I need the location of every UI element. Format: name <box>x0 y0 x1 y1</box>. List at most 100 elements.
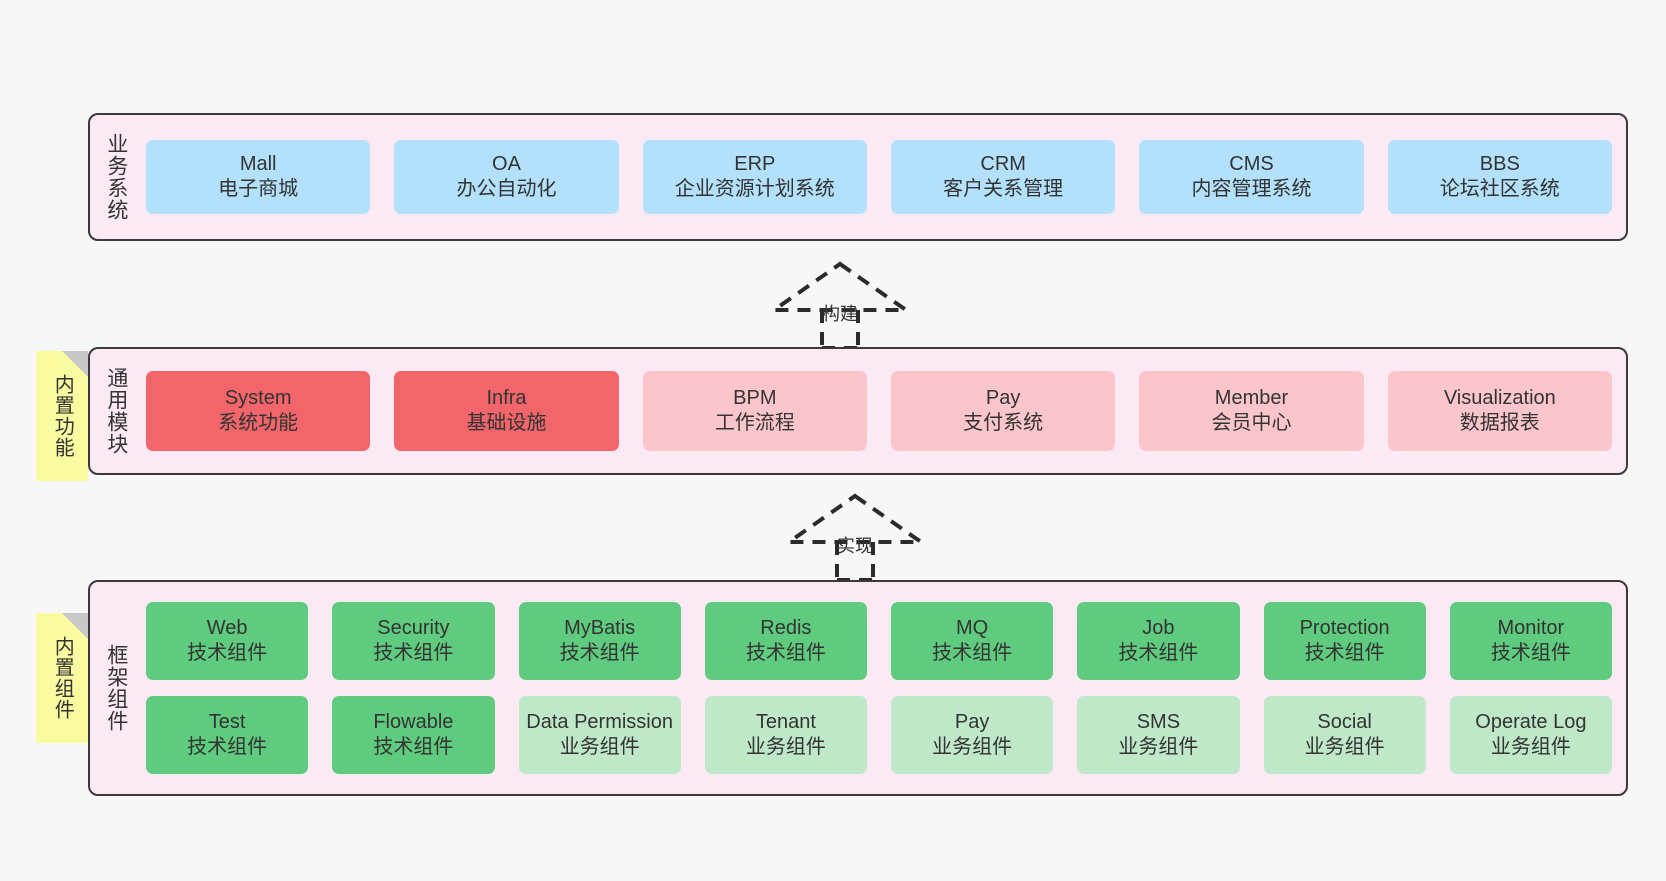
layer-business-system-body: Mall 电子商城 OA 办公自动化 ERP 企业资源计划系统 CRM 客户关系… <box>142 115 1626 239</box>
module-infra-desc: 基础设施 <box>466 412 547 434</box>
component-data-permission-kind: 业务组件 <box>559 736 640 758</box>
component-operate-log-kind: 业务组件 <box>1490 736 1571 758</box>
component-web-name: Web <box>206 616 248 639</box>
layer-framework-component-body: Web 技术组件 Security 技术组件 MyBatis 技术组件 Redi… <box>142 582 1626 794</box>
module-cms-desc: 内容管理系统 <box>1191 178 1312 200</box>
component-data-permission-name: Data Permission <box>526 710 673 733</box>
module-erp[interactable]: ERP 企业资源计划系统 <box>642 140 867 214</box>
component-pay-name: Pay <box>954 710 990 733</box>
module-oa[interactable]: OA 办公自动化 <box>394 140 619 214</box>
component-sms-kind: 业务组件 <box>1118 736 1199 758</box>
module-oa-desc: 办公自动化 <box>456 178 557 200</box>
module-pay[interactable]: Pay 支付系统 <box>890 371 1116 451</box>
component-job-kind: 技术组件 <box>1118 642 1199 664</box>
component-security[interactable]: Security 技术组件 <box>332 602 495 680</box>
component-redis-name: Redis <box>760 616 812 639</box>
component-job[interactable]: Job 技术组件 <box>1077 602 1240 680</box>
component-mybatis-kind: 技术组件 <box>559 642 640 664</box>
component-test[interactable]: Test 技术组件 <box>146 696 309 774</box>
component-tenant-name: Tenant <box>755 710 816 733</box>
component-mybatis-name: MyBatis <box>564 616 636 639</box>
note-builtin-component-label: 内置组件 <box>51 636 74 720</box>
component-mq[interactable]: MQ 技术组件 <box>891 602 1054 680</box>
module-bbs[interactable]: BBS 论坛社区系统 <box>1387 140 1612 214</box>
component-monitor-kind: 技术组件 <box>1490 642 1571 664</box>
layer-common-module-body: System 系统功能 Infra 基础设施 BPM 工作流程 Pay 支付系统… <box>142 349 1626 473</box>
module-cms[interactable]: CMS 内容管理系统 <box>1139 140 1364 214</box>
layer-framework-component: 框架组件 Web 技术组件 Security 技术组件 MyBatis 技术组件… <box>88 580 1628 796</box>
arrow-build-label: 构建 <box>822 304 858 324</box>
module-oa-name: OA <box>492 152 521 175</box>
component-flowable[interactable]: Flowable 技术组件 <box>332 696 495 774</box>
component-monitor[interactable]: Monitor 技术组件 <box>1449 602 1612 680</box>
module-mall-desc: 电子商城 <box>218 178 299 200</box>
component-flowable-kind: 技术组件 <box>373 736 454 758</box>
module-system[interactable]: System 系统功能 <box>146 371 371 451</box>
module-mall-name: Mall <box>239 152 277 175</box>
module-crm[interactable]: CRM 客户关系管理 <box>890 140 1116 214</box>
module-infra[interactable]: Infra 基础设施 <box>394 371 619 451</box>
module-system-desc: 系统功能 <box>218 412 299 434</box>
component-social-name: Social <box>1317 710 1372 733</box>
module-pay-name: Pay <box>985 386 1021 409</box>
component-job-name: Job <box>1142 616 1175 639</box>
component-social[interactable]: Social 业务组件 <box>1263 696 1426 774</box>
component-flowable-name: Flowable <box>373 710 454 733</box>
layer-framework-component-title: 框架组件 <box>104 644 128 732</box>
layer-common-module-row: System 系统功能 Infra 基础设施 BPM 工作流程 Pay 支付系统… <box>146 371 1612 451</box>
module-erp-name: ERP <box>734 152 776 175</box>
component-test-kind: 技术组件 <box>187 736 268 758</box>
layer-framework-tech-row: Web 技术组件 Security 技术组件 MyBatis 技术组件 Redi… <box>146 602 1612 680</box>
arrow-implement-label: 实现 <box>837 536 873 556</box>
module-bbs-desc: 论坛社区系统 <box>1439 178 1560 200</box>
component-sms[interactable]: SMS 业务组件 <box>1077 696 1240 774</box>
component-tenant-kind: 业务组件 <box>745 736 826 758</box>
module-visualization-name: Visualization <box>1443 386 1556 409</box>
component-tenant[interactable]: Tenant 业务组件 <box>704 696 867 774</box>
layer-business-system: 业务系统 Mall 电子商城 OA 办公自动化 ERP 企业资源计划系统 CRM… <box>88 113 1628 241</box>
module-bpm[interactable]: BPM 工作流程 <box>642 371 867 451</box>
module-member-desc: 会员中心 <box>1211 412 1292 434</box>
layer-common-module: 通用模块 System 系统功能 Infra 基础设施 BPM 工作流程 Pay… <box>88 347 1628 475</box>
layer-business-system-row: Mall 电子商城 OA 办公自动化 ERP 企业资源计划系统 CRM 客户关系… <box>146 140 1612 214</box>
component-operate-log-name: Operate Log <box>1475 710 1587 733</box>
module-infra-name: Infra <box>486 386 527 409</box>
module-cms-name: CMS <box>1229 152 1274 175</box>
component-test-name: Test <box>208 710 246 733</box>
module-crm-desc: 客户关系管理 <box>943 178 1064 200</box>
module-erp-desc: 企业资源计划系统 <box>674 178 835 200</box>
module-member-name: Member <box>1214 386 1289 409</box>
module-member[interactable]: Member 会员中心 <box>1139 371 1364 451</box>
note-builtin-function: 内置功能 <box>36 351 88 481</box>
module-bpm-desc: 工作流程 <box>714 412 795 434</box>
note-builtin-function-label: 内置功能 <box>51 374 74 458</box>
component-mybatis[interactable]: MyBatis 技术组件 <box>518 602 681 680</box>
component-data-permission[interactable]: Data Permission 业务组件 <box>518 696 681 774</box>
module-visualization-desc: 数据报表 <box>1459 412 1540 434</box>
component-pay[interactable]: Pay 业务组件 <box>891 696 1054 774</box>
module-crm-name: CRM <box>980 152 1026 175</box>
component-mq-kind: 技术组件 <box>932 642 1013 664</box>
module-pay-desc: 支付系统 <box>963 412 1044 434</box>
component-social-kind: 业务组件 <box>1304 736 1385 758</box>
module-bbs-name: BBS <box>1479 152 1520 175</box>
component-pay-kind: 业务组件 <box>932 736 1013 758</box>
arrow-implement: 实现 <box>775 490 935 582</box>
component-security-name: Security <box>377 616 450 639</box>
layer-framework-business-row: Test 技术组件 Flowable 技术组件 Data Permission … <box>146 696 1612 774</box>
component-protection[interactable]: Protection 技术组件 <box>1263 602 1426 680</box>
module-visualization[interactable]: Visualization 数据报表 <box>1387 371 1612 451</box>
module-mall[interactable]: Mall 电子商城 <box>146 140 371 214</box>
component-sms-name: SMS <box>1136 710 1181 733</box>
component-web[interactable]: Web 技术组件 <box>146 602 309 680</box>
note-builtin-component: 内置组件 <box>36 613 88 743</box>
component-mq-name: MQ <box>956 616 989 639</box>
component-monitor-name: Monitor <box>1497 616 1565 639</box>
component-redis-kind: 技术组件 <box>745 642 826 664</box>
component-redis[interactable]: Redis 技术组件 <box>704 602 867 680</box>
component-protection-name: Protection <box>1299 616 1390 639</box>
component-operate-log[interactable]: Operate Log 业务组件 <box>1449 696 1612 774</box>
module-system-name: System <box>224 386 292 409</box>
component-security-kind: 技术组件 <box>373 642 454 664</box>
